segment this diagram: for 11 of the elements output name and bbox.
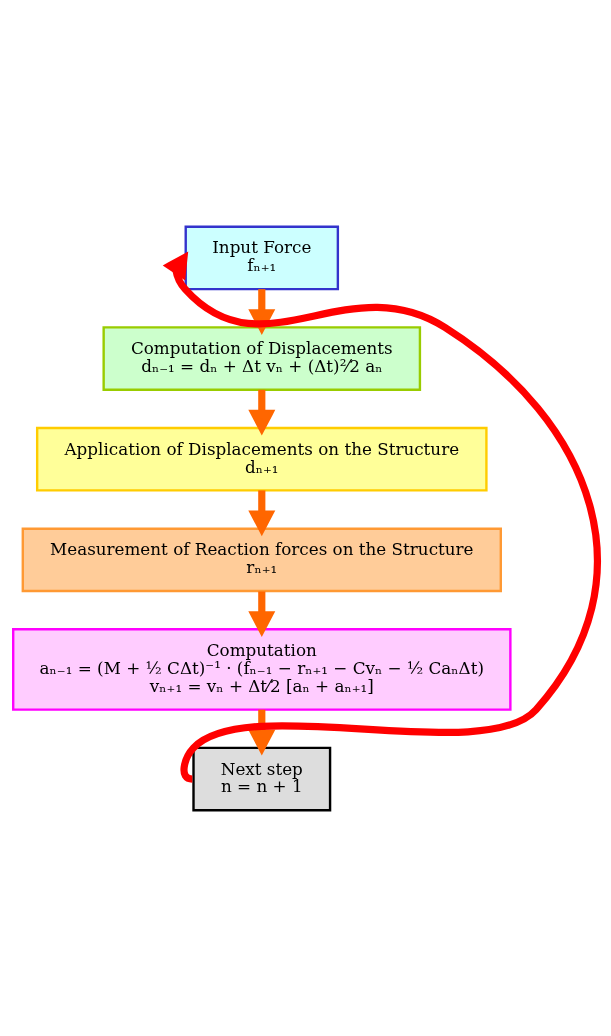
arrow — [248, 489, 276, 536]
node-box: Application of Displacements on the Structure dₙ₊₁ — [35, 426, 488, 492]
node-box: Measurement of Reaction forces on the Structure rₙ₊₁ — [21, 526, 502, 592]
arrow — [248, 288, 276, 335]
node-box: Computation aₙ₋₁ = (M + ½ CΔt)⁻¹ · (fₙ₋₁ − rₙ₊₁ − Cvₙ − ½ CaₙΔt) vₙ₊₁ = vₙ + Δt⁄2 [aₙ + aₙ₊₁] — [12, 627, 512, 711]
arrow — [248, 590, 276, 637]
node-box: Next step n = n + 1 — [192, 746, 332, 811]
node-box: Input Force fₙ₊₁ — [184, 225, 340, 290]
node-box: Computation of Displacements dₙ₋₁ = dₙ + Δt vₙ + (Δt)²⁄2 aₙ — [102, 325, 422, 391]
arrow — [248, 389, 276, 436]
arrow — [162, 251, 601, 782]
